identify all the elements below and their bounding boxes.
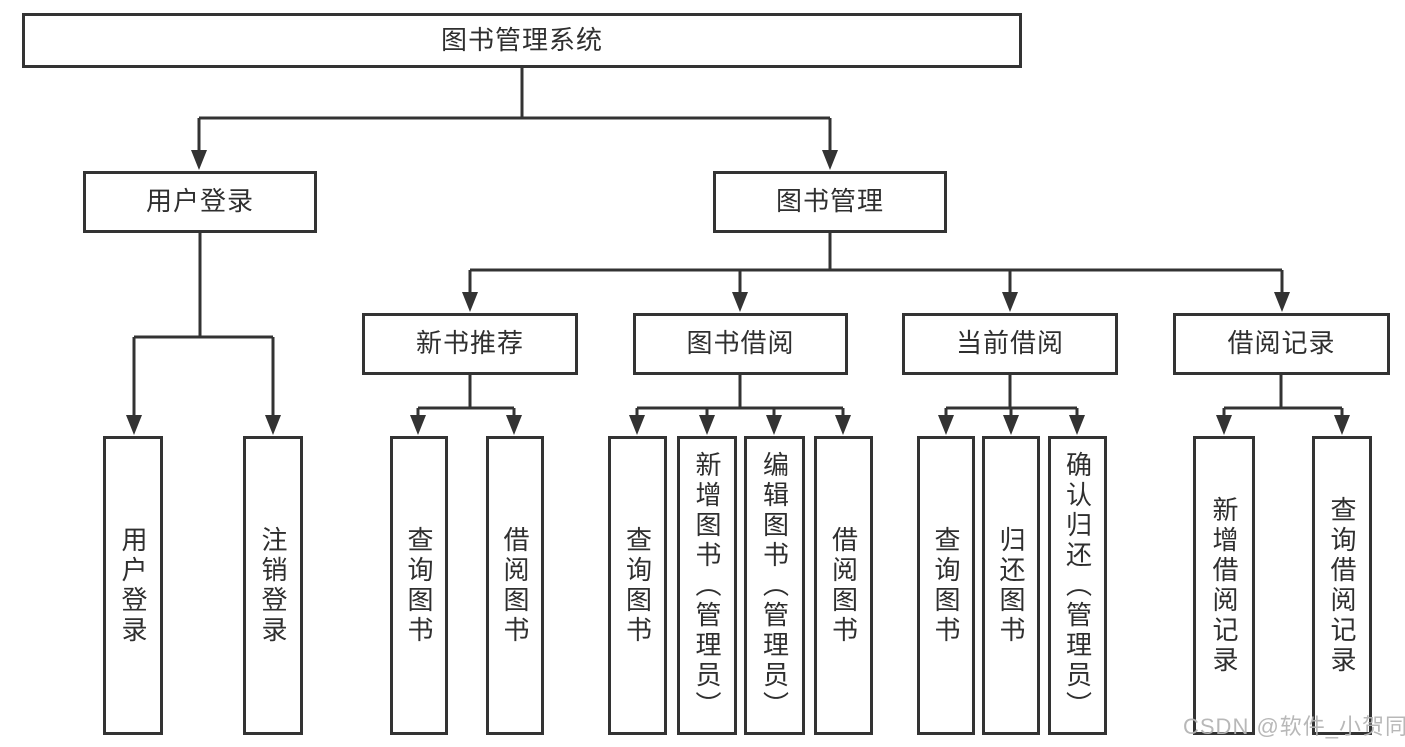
node-query-book-1: 查询图书: [390, 436, 448, 735]
node-add-borrow-record: 新增借阅记录: [1193, 436, 1255, 735]
node-return-book: 归还图书: [982, 436, 1040, 735]
node-root: 图书管理系统: [22, 13, 1022, 68]
node-query-book-2: 查询图书: [608, 436, 667, 735]
node-logout-leaf: 注销登录: [243, 436, 303, 735]
watermark-text: CSDN @软件_小贺同学: [1183, 714, 1405, 739]
node-query-borrow-record: 查询借阅记录: [1312, 436, 1372, 735]
node-user-login-leaf: 用户登录: [103, 436, 163, 735]
node-current-borrow: 当前借阅: [902, 313, 1118, 375]
node-edit-book: 编辑图书（管理员）: [744, 436, 805, 735]
node-book-mgmt: 图书管理: [713, 171, 947, 233]
node-book-borrow: 图书借阅: [633, 313, 848, 375]
node-add-book: 新增图书（管理员）: [677, 436, 737, 735]
node-confirm-return: 确认归还（管理员）: [1048, 436, 1107, 735]
node-query-book-3: 查询图书: [917, 436, 975, 735]
node-user-login: 用户登录: [83, 171, 317, 233]
node-borrow-book-1: 借阅图书: [486, 436, 544, 735]
node-new-book-rec: 新书推荐: [362, 313, 578, 375]
node-borrow-record: 借阅记录: [1173, 313, 1390, 375]
node-borrow-book-2: 借阅图书: [814, 436, 873, 735]
